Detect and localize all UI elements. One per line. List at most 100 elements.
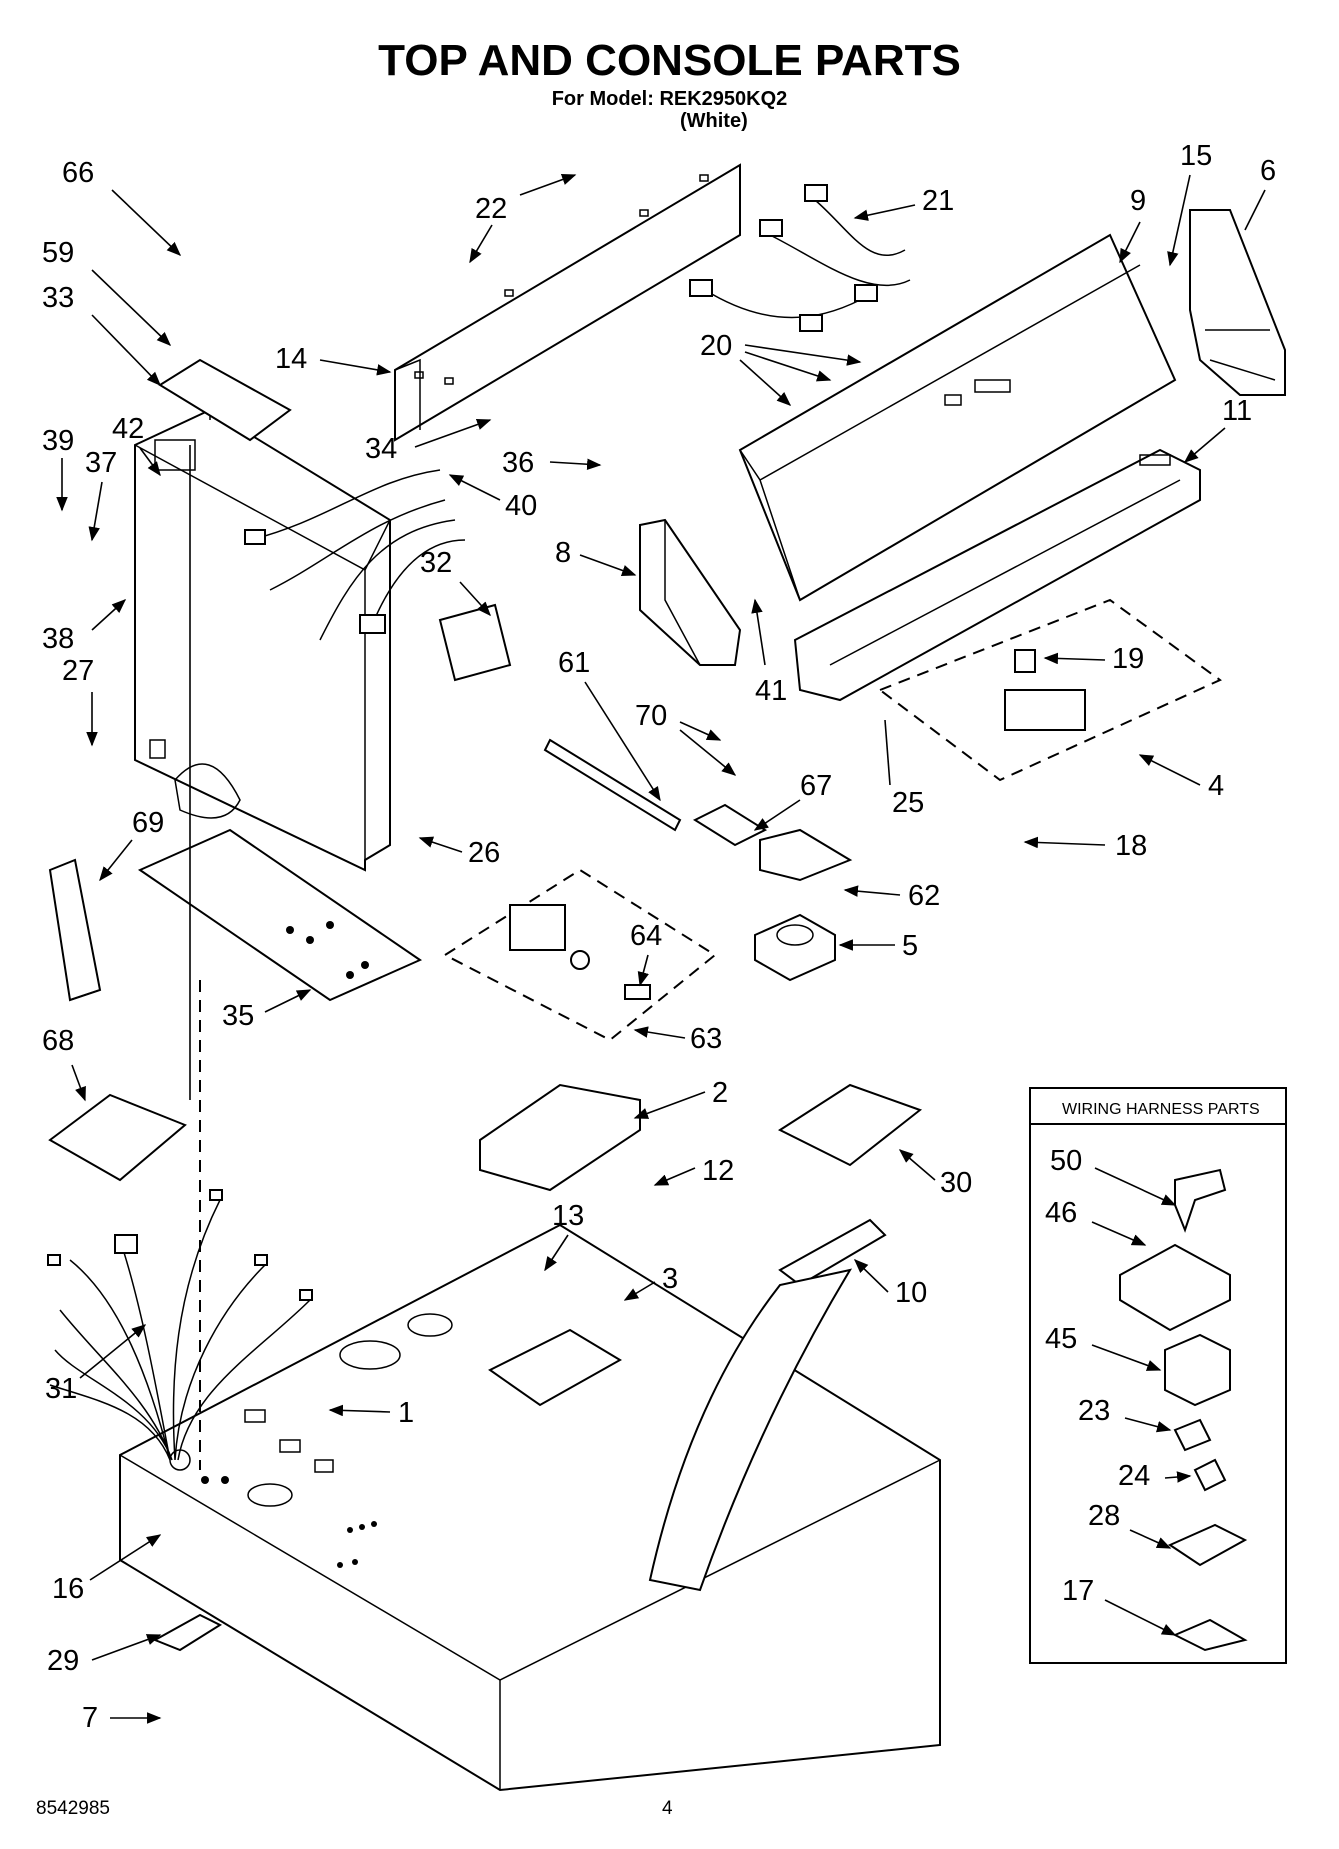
callout-30: 30 (940, 1167, 972, 1199)
diagram-stroke (488, 1328, 622, 1407)
diagram-stroke (704, 199, 911, 319)
callout-14: 14 (275, 343, 307, 375)
leader-63 (633, 1026, 686, 1039)
diagram-stroke (134, 408, 391, 872)
diagram-stroke (639, 209, 649, 217)
diagram-stroke (1004, 689, 1086, 731)
callout-18: 18 (1115, 830, 1147, 862)
leader-13 (544, 1234, 569, 1272)
callout-67: 67 (800, 770, 832, 802)
leader-18 (1023, 836, 1106, 849)
diagram-stroke (346, 971, 354, 979)
leader-68 (71, 1064, 86, 1102)
callout-12: 12 (702, 1155, 734, 1187)
callout-26: 26 (468, 837, 500, 869)
diagram-stroke (1193, 1458, 1227, 1492)
diagram-stroke (247, 1483, 293, 1507)
diagram-stroke (221, 1476, 229, 1484)
rod-61 (543, 738, 682, 832)
diagram-stroke (47, 1254, 61, 1266)
dashed-group-63 (442, 868, 717, 1042)
dashed-group-4 (877, 598, 1222, 782)
diagram-stroke (829, 479, 1181, 666)
callout-69: 69 (132, 807, 164, 839)
diagram-stroke (209, 1189, 223, 1201)
finish-label: (White) (680, 110, 748, 132)
model-line: For Model: REK2950KQ2 (551, 88, 788, 110)
callout-62: 62 (908, 880, 940, 912)
callout-17: 17 (1062, 1575, 1094, 1607)
callout-50: 50 (1050, 1145, 1082, 1177)
callout-45: 45 (1045, 1323, 1077, 1355)
leader-28 (1129, 1529, 1172, 1549)
diagram-stroke (509, 904, 566, 951)
diagram-stroke (504, 289, 514, 297)
leader-12 (653, 1167, 696, 1186)
diagram-stroke (699, 174, 709, 182)
leader-20a (739, 359, 792, 406)
leader-3 (623, 1281, 656, 1301)
diagram-stroke (314, 1459, 334, 1473)
callout-9: 9 (1130, 185, 1146, 217)
callout-59: 59 (42, 237, 74, 269)
wiring-harness-title: WIRING HARNESS PARTS (1062, 1101, 1260, 1118)
leader-29 (91, 1634, 162, 1661)
callout-19: 19 (1112, 643, 1144, 675)
console-backsplash (394, 163, 741, 442)
diagram-stroke (352, 1559, 358, 1565)
manual-69 (48, 858, 102, 1002)
diagram-stroke (49, 1199, 311, 1461)
callout-46: 46 (1045, 1197, 1077, 1229)
diagram-stroke (438, 603, 512, 682)
callout-23: 23 (1078, 1395, 1110, 1427)
end-cap-6 (1189, 209, 1286, 396)
diagram-stroke (1173, 1418, 1212, 1452)
diagram-stroke (1205, 329, 1276, 381)
diagram-stroke (347, 1527, 353, 1533)
diagram-stroke (1119, 1243, 1231, 1332)
leader-20b (744, 351, 832, 382)
diagram-stroke (624, 984, 651, 1000)
diagram-stroke (114, 1234, 138, 1254)
leader-70a (679, 721, 722, 741)
diagram-stroke (361, 961, 369, 969)
leader-11 (1183, 427, 1226, 463)
callout-40: 40 (505, 490, 537, 522)
diagram-stroke (754, 913, 836, 982)
diagram-stroke (444, 377, 454, 385)
leader-38 (91, 599, 127, 631)
leader-22b (469, 224, 493, 264)
callout-29: 29 (47, 1645, 79, 1677)
callout-61: 61 (558, 647, 590, 679)
diagram-stroke (201, 1476, 209, 1484)
leader-36 (549, 458, 602, 470)
diagram-stroke (371, 1521, 377, 1527)
callout-64: 64 (630, 920, 662, 952)
callouts: 66 59 33 22 14 34 21 20 9 15 6 (42, 140, 1276, 1734)
diagram-stroke (244, 529, 266, 545)
diagram-stroke (1164, 1333, 1231, 1407)
diagram-stroke (759, 828, 853, 882)
overlay-35 (137, 828, 423, 1002)
callout-15: 15 (1180, 140, 1212, 172)
callout-1: 1 (398, 1397, 414, 1429)
hinge-29 (152, 1613, 223, 1652)
diagram-stroke (154, 439, 196, 471)
leader-31 (79, 1324, 147, 1379)
diagram-stroke (158, 358, 292, 442)
cam-62 (759, 828, 853, 882)
diagram-stroke (1167, 1523, 1248, 1567)
leader-22a (519, 174, 577, 196)
leader-35 (264, 989, 312, 1013)
leader-66 (111, 189, 182, 256)
leader-45 (1091, 1344, 1162, 1371)
callout-70: 70 (635, 700, 667, 732)
leader-62 (843, 885, 901, 897)
diagram-stroke (244, 1409, 266, 1423)
bracket-67 (692, 803, 768, 847)
leader-4 (1138, 754, 1201, 786)
control-housing-26 (134, 408, 391, 872)
callout-25: 25 (892, 787, 924, 819)
diagram-stroke (359, 614, 386, 634)
diagram-stroke (1189, 209, 1286, 396)
